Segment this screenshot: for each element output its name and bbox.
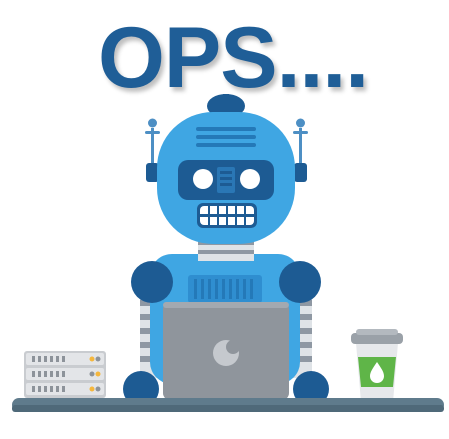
- laptop-icon: [163, 302, 289, 400]
- desk-icon: [12, 398, 444, 412]
- robot-antennas: [145, 118, 308, 182]
- robot-shoulders: [131, 261, 321, 303]
- server-rack-icon: [24, 351, 106, 398]
- error-headline: OPS....: [98, 10, 369, 106]
- coffee-cup-icon: [351, 329, 403, 402]
- robot-head: [157, 94, 295, 244]
